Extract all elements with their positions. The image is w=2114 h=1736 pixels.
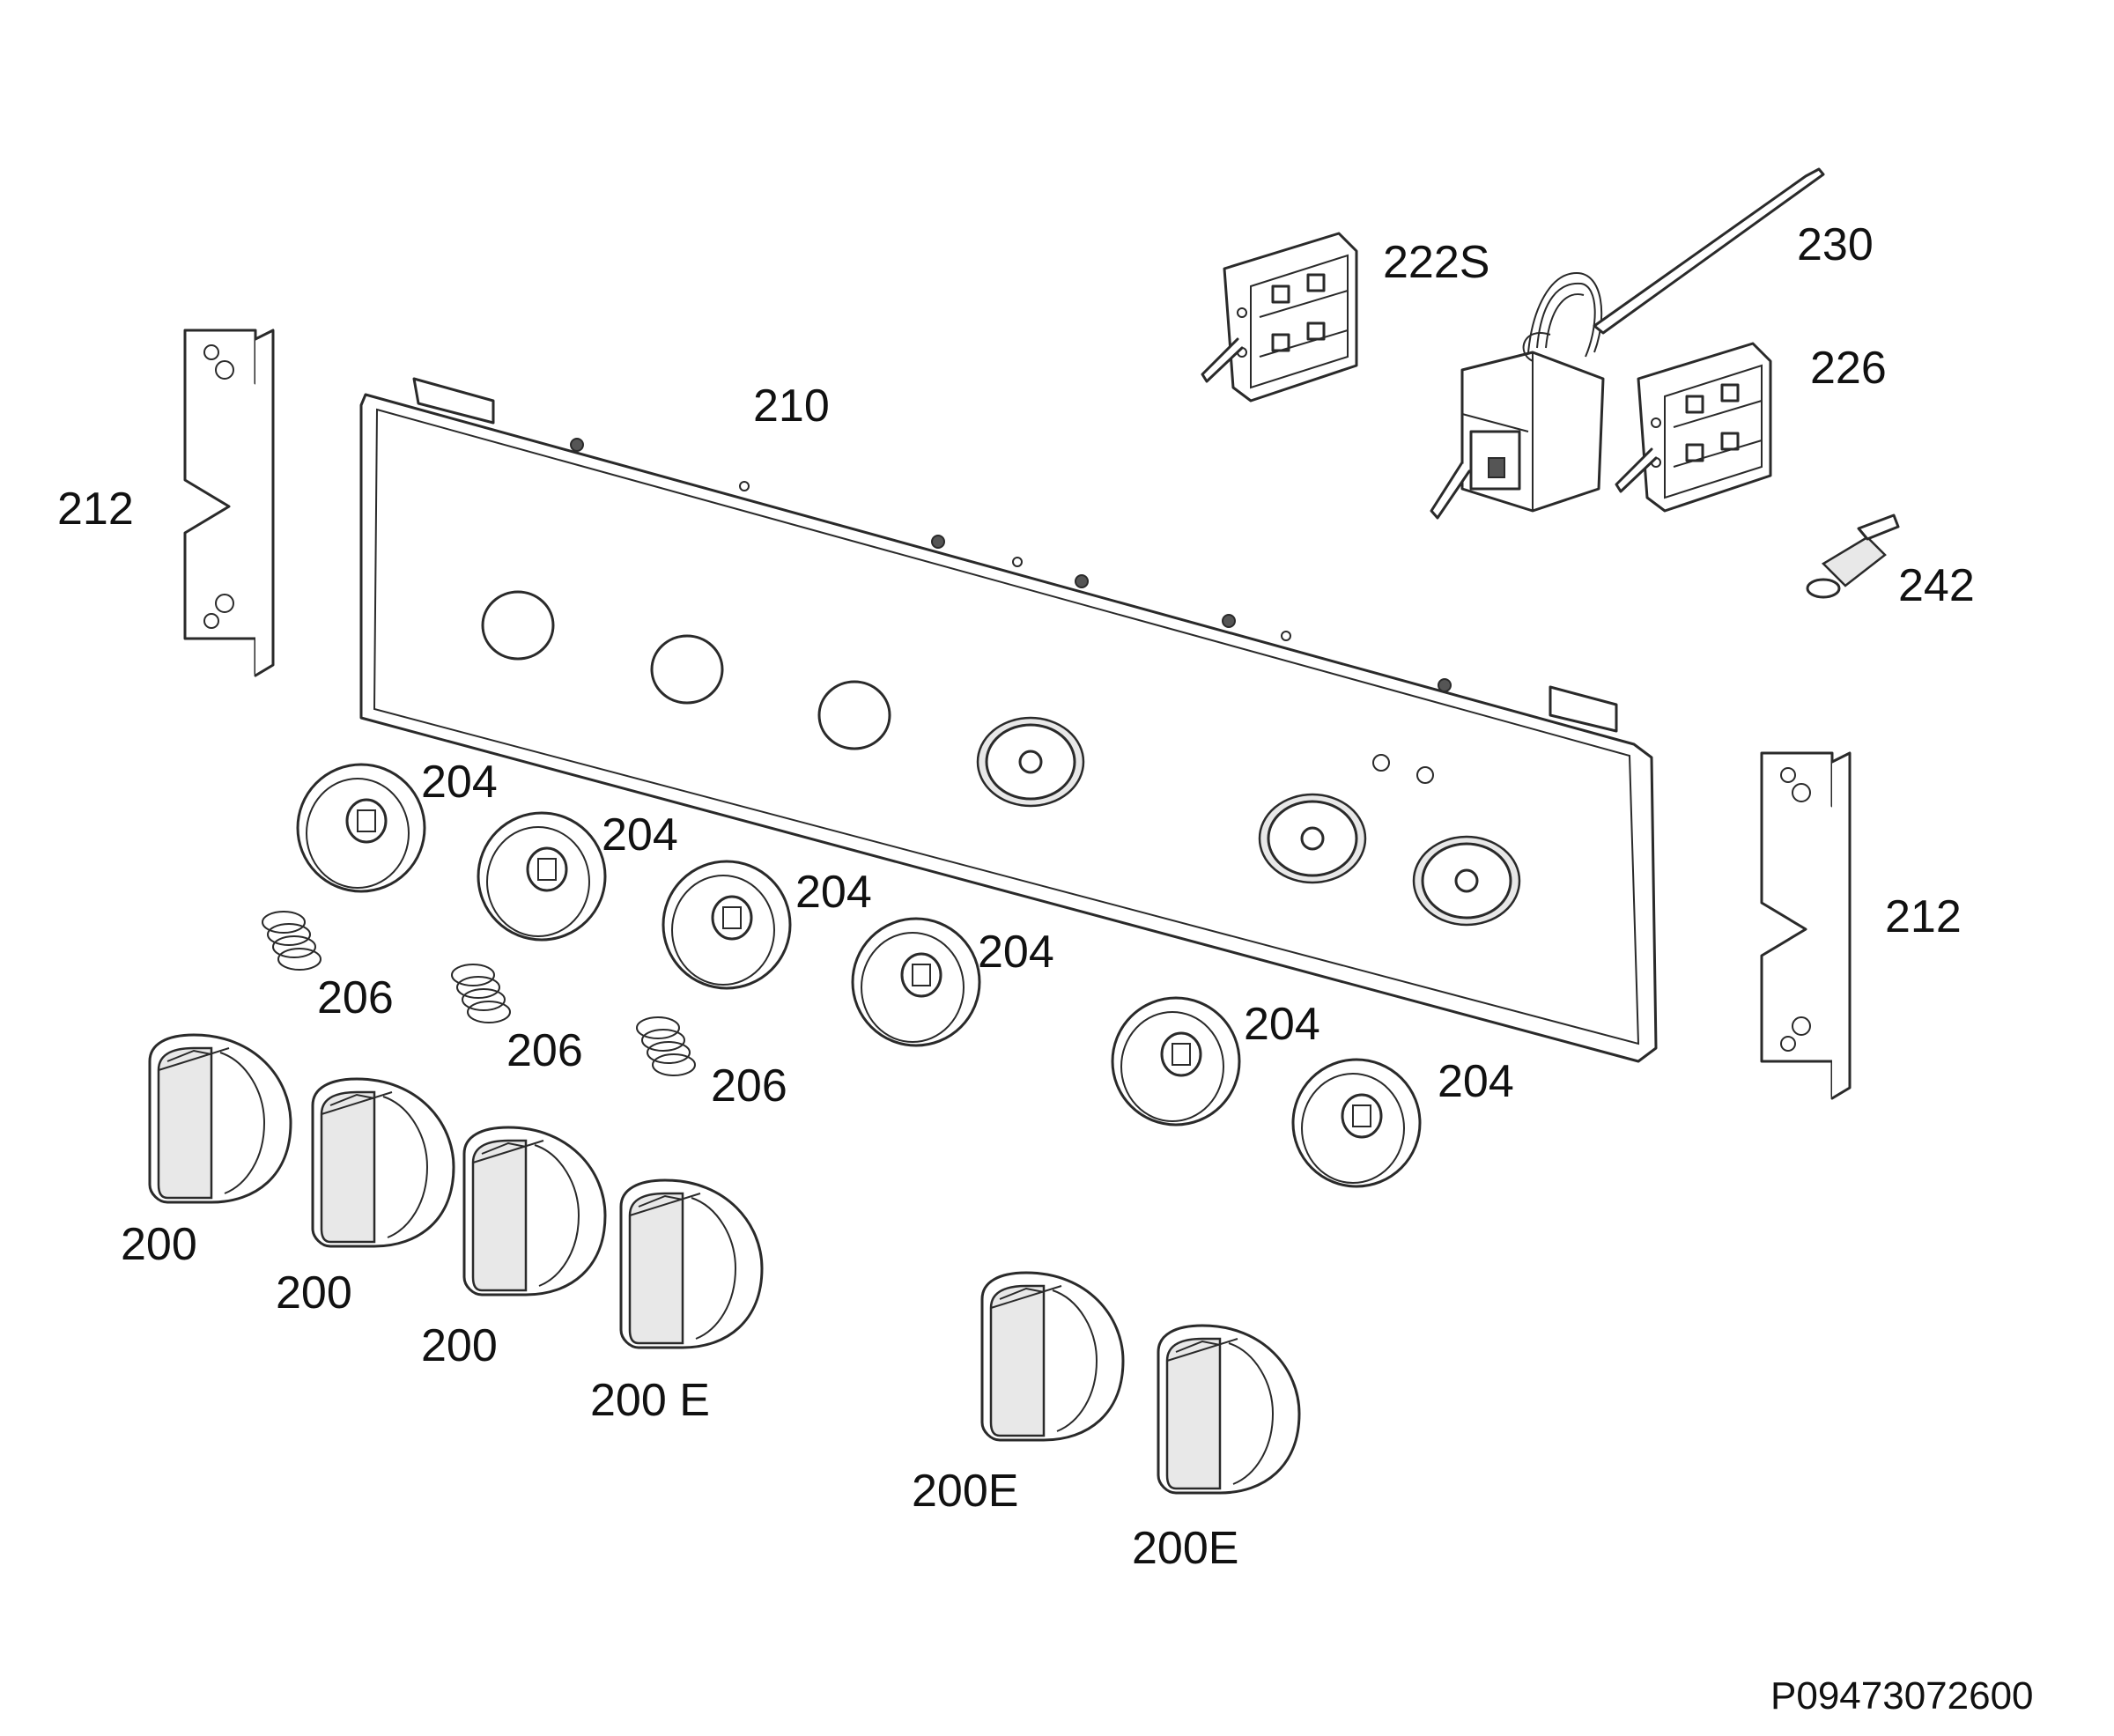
thermostat-230	[1430, 167, 1825, 520]
knob-200-a	[148, 1033, 292, 1204]
spring-206-a	[262, 911, 322, 971]
label-200e-b: 200E	[912, 1466, 1018, 1517]
label-200-b: 200	[276, 1267, 352, 1319]
label-226: 226	[1810, 343, 1887, 394]
label-212-right: 212	[1885, 891, 1962, 942]
knob-200e-c	[1157, 1324, 1301, 1495]
bezel-204-f	[1291, 1058, 1422, 1188]
bezel-204-c	[662, 860, 792, 990]
label-206-a: 206	[317, 972, 394, 1023]
bezel-204-b	[477, 811, 607, 942]
bezel-204-e	[1111, 996, 1241, 1127]
label-204-b: 204	[602, 809, 678, 861]
label-206-b: 206	[506, 1025, 583, 1076]
knob-200e-b	[980, 1271, 1125, 1442]
side-bracket-left	[183, 329, 275, 677]
panel-bezel-1	[976, 716, 1085, 808]
label-206-c: 206	[711, 1060, 787, 1112]
label-200e-c: 200E	[1132, 1523, 1238, 1574]
switch-226	[1615, 342, 1772, 513]
spring-206-c	[636, 1016, 696, 1076]
label-230: 230	[1797, 219, 1874, 270]
knob-200-c	[462, 1126, 607, 1296]
knob-200e-a	[619, 1178, 764, 1349]
panel-bezel-3	[1412, 835, 1521, 927]
lamp-242	[1806, 513, 1900, 599]
label-242: 242	[1898, 560, 1975, 611]
label-212-left: 212	[57, 484, 134, 535]
control-panel	[359, 377, 1658, 1063]
label-204-f: 204	[1438, 1056, 1514, 1107]
switch-222s	[1201, 232, 1358, 403]
reference-code: P09473072600	[1770, 1674, 2034, 1718]
label-204-e: 204	[1244, 999, 1320, 1050]
spring-206-b	[451, 964, 511, 1023]
bezel-204-d	[851, 917, 981, 1047]
label-204-a: 204	[421, 757, 498, 808]
panel-bezel-2	[1258, 793, 1367, 884]
label-204-c: 204	[795, 867, 872, 918]
label-204-d: 204	[978, 927, 1054, 978]
label-200-c: 200	[421, 1320, 498, 1371]
label-222s: 222S	[1383, 237, 1489, 288]
label-200-a: 200	[121, 1219, 197, 1270]
side-bracket-right	[1760, 751, 1852, 1100]
bezel-204-a	[296, 763, 426, 893]
label-210: 210	[753, 380, 830, 432]
label-200e-a: 200 E	[590, 1375, 710, 1426]
knob-200-b	[311, 1077, 455, 1248]
